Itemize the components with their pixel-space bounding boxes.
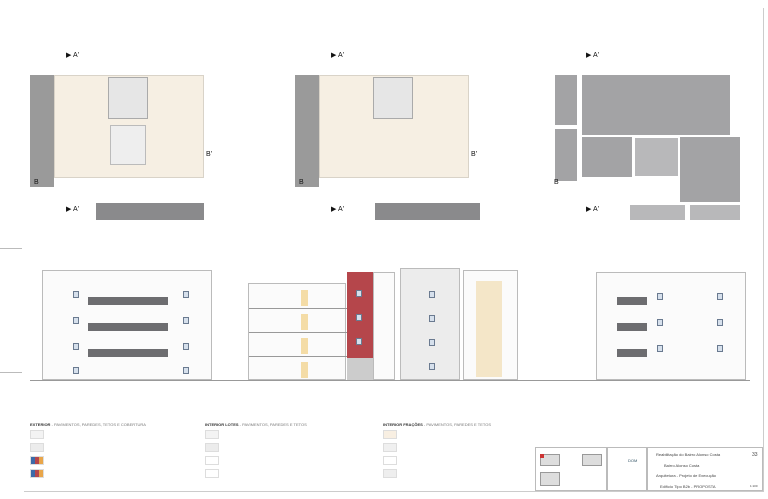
key-plan [535,447,607,491]
section-marker: ▶ A' [331,206,344,213]
window [717,345,723,352]
window [657,293,663,300]
phase: Arquitetura - Projeto de Execução [656,473,717,478]
section-marker: ▶ A' [66,206,79,213]
roof-slope [582,137,632,177]
fold-mark [0,372,22,373]
section-marker: ▶ A' [586,52,599,59]
adjacent-building [375,203,480,220]
adjacent-building [295,75,319,187]
floor-plan-ground: ▶ A' B' B ▶ A' [30,45,235,220]
window [356,314,362,321]
window [657,319,663,326]
section-a [248,283,347,380]
window [183,343,189,350]
section-marker: B' [471,151,478,158]
legend-exterior: EXTERIOR - PAVIMENTOS, PAREDES, TETOS E … [30,422,200,478]
window [717,319,723,326]
adjacent-building [30,75,54,187]
stair-core [108,77,148,119]
title-block: Reabilitação do Bairro Alonso Costa Bair… [647,447,763,491]
stair-core [373,77,413,119]
sheet-number: 33 [752,452,758,458]
window [717,293,723,300]
balcony [617,349,647,357]
elevation-main [42,270,212,380]
staircase [476,281,502,377]
adjacent-building [96,203,204,220]
sheet-frame [24,8,764,492]
legend-heading: EXTERIOR - PAVIMENTOS, PAREDES, TETOS E … [30,422,146,427]
balcony [617,297,647,305]
legend-interior-fracoes: INTERIOR FRAÇÕES - PAVIMENTOS, PAREDES E… [383,422,493,478]
door [301,338,308,354]
logos: DOM [607,447,647,491]
window [183,367,189,374]
window [429,315,435,322]
balcony [88,297,168,305]
door [301,290,308,306]
facade-side [373,272,395,380]
section-marker: B [299,179,304,186]
legend-heading: INTERIOR LOTES - PAVIMENTOS, PAREDES E T… [205,422,307,427]
window [73,291,79,298]
legend-heading: INTERIOR FRAÇÕES - PAVIMENTOS, PAREDES E… [383,422,492,427]
balcony [617,323,647,331]
window [657,345,663,352]
section-marker: B [34,179,39,186]
section-marker: B' [206,151,213,158]
roof-slope [555,75,577,125]
entrance-hall [110,125,146,165]
door [301,314,308,330]
legend-interior-lotes: INTERIOR LOTES - PAVIMENTOS, PAREDES E T… [205,422,375,478]
ground-line [30,380,750,381]
logo-dom: DOM [628,458,638,463]
window [183,317,189,324]
roof-slope [680,137,740,202]
roof-plan: ▶ A' B ▶ A' [550,45,755,220]
roof-slope [582,75,730,135]
window [73,343,79,350]
scale: 1:100 [750,484,758,488]
drawing-title: Edifício Tipo B2b - PROPOSTA [660,484,716,489]
window [429,339,435,346]
roof-slope [555,129,577,181]
section-stair [463,270,518,380]
roof-courtyard [634,137,679,177]
section-marker: ▶ A' [331,52,344,59]
window [356,338,362,345]
window [73,317,79,324]
location: Bairro Alonso Costa [664,463,700,468]
facade-red [347,272,373,380]
elevation-rear [596,272,746,380]
fold-mark [0,248,22,249]
roof-slope [690,205,740,220]
section-marker: ▶ A' [66,52,79,59]
window [429,291,435,298]
window [183,291,189,298]
section-marker: B [554,179,559,186]
balcony [88,349,168,357]
section-marker: ▶ A' [586,206,599,213]
window [73,367,79,374]
roof-slope [630,205,685,220]
elevation-courtyard [400,268,460,380]
window [356,290,362,297]
door [301,362,308,378]
floor-plan-typical: ▶ A' B' B ▶ A' [295,45,500,220]
project-name: Reabilitação do Bairro Alonso Costa [656,452,721,457]
balcony [88,323,168,331]
window [429,363,435,370]
